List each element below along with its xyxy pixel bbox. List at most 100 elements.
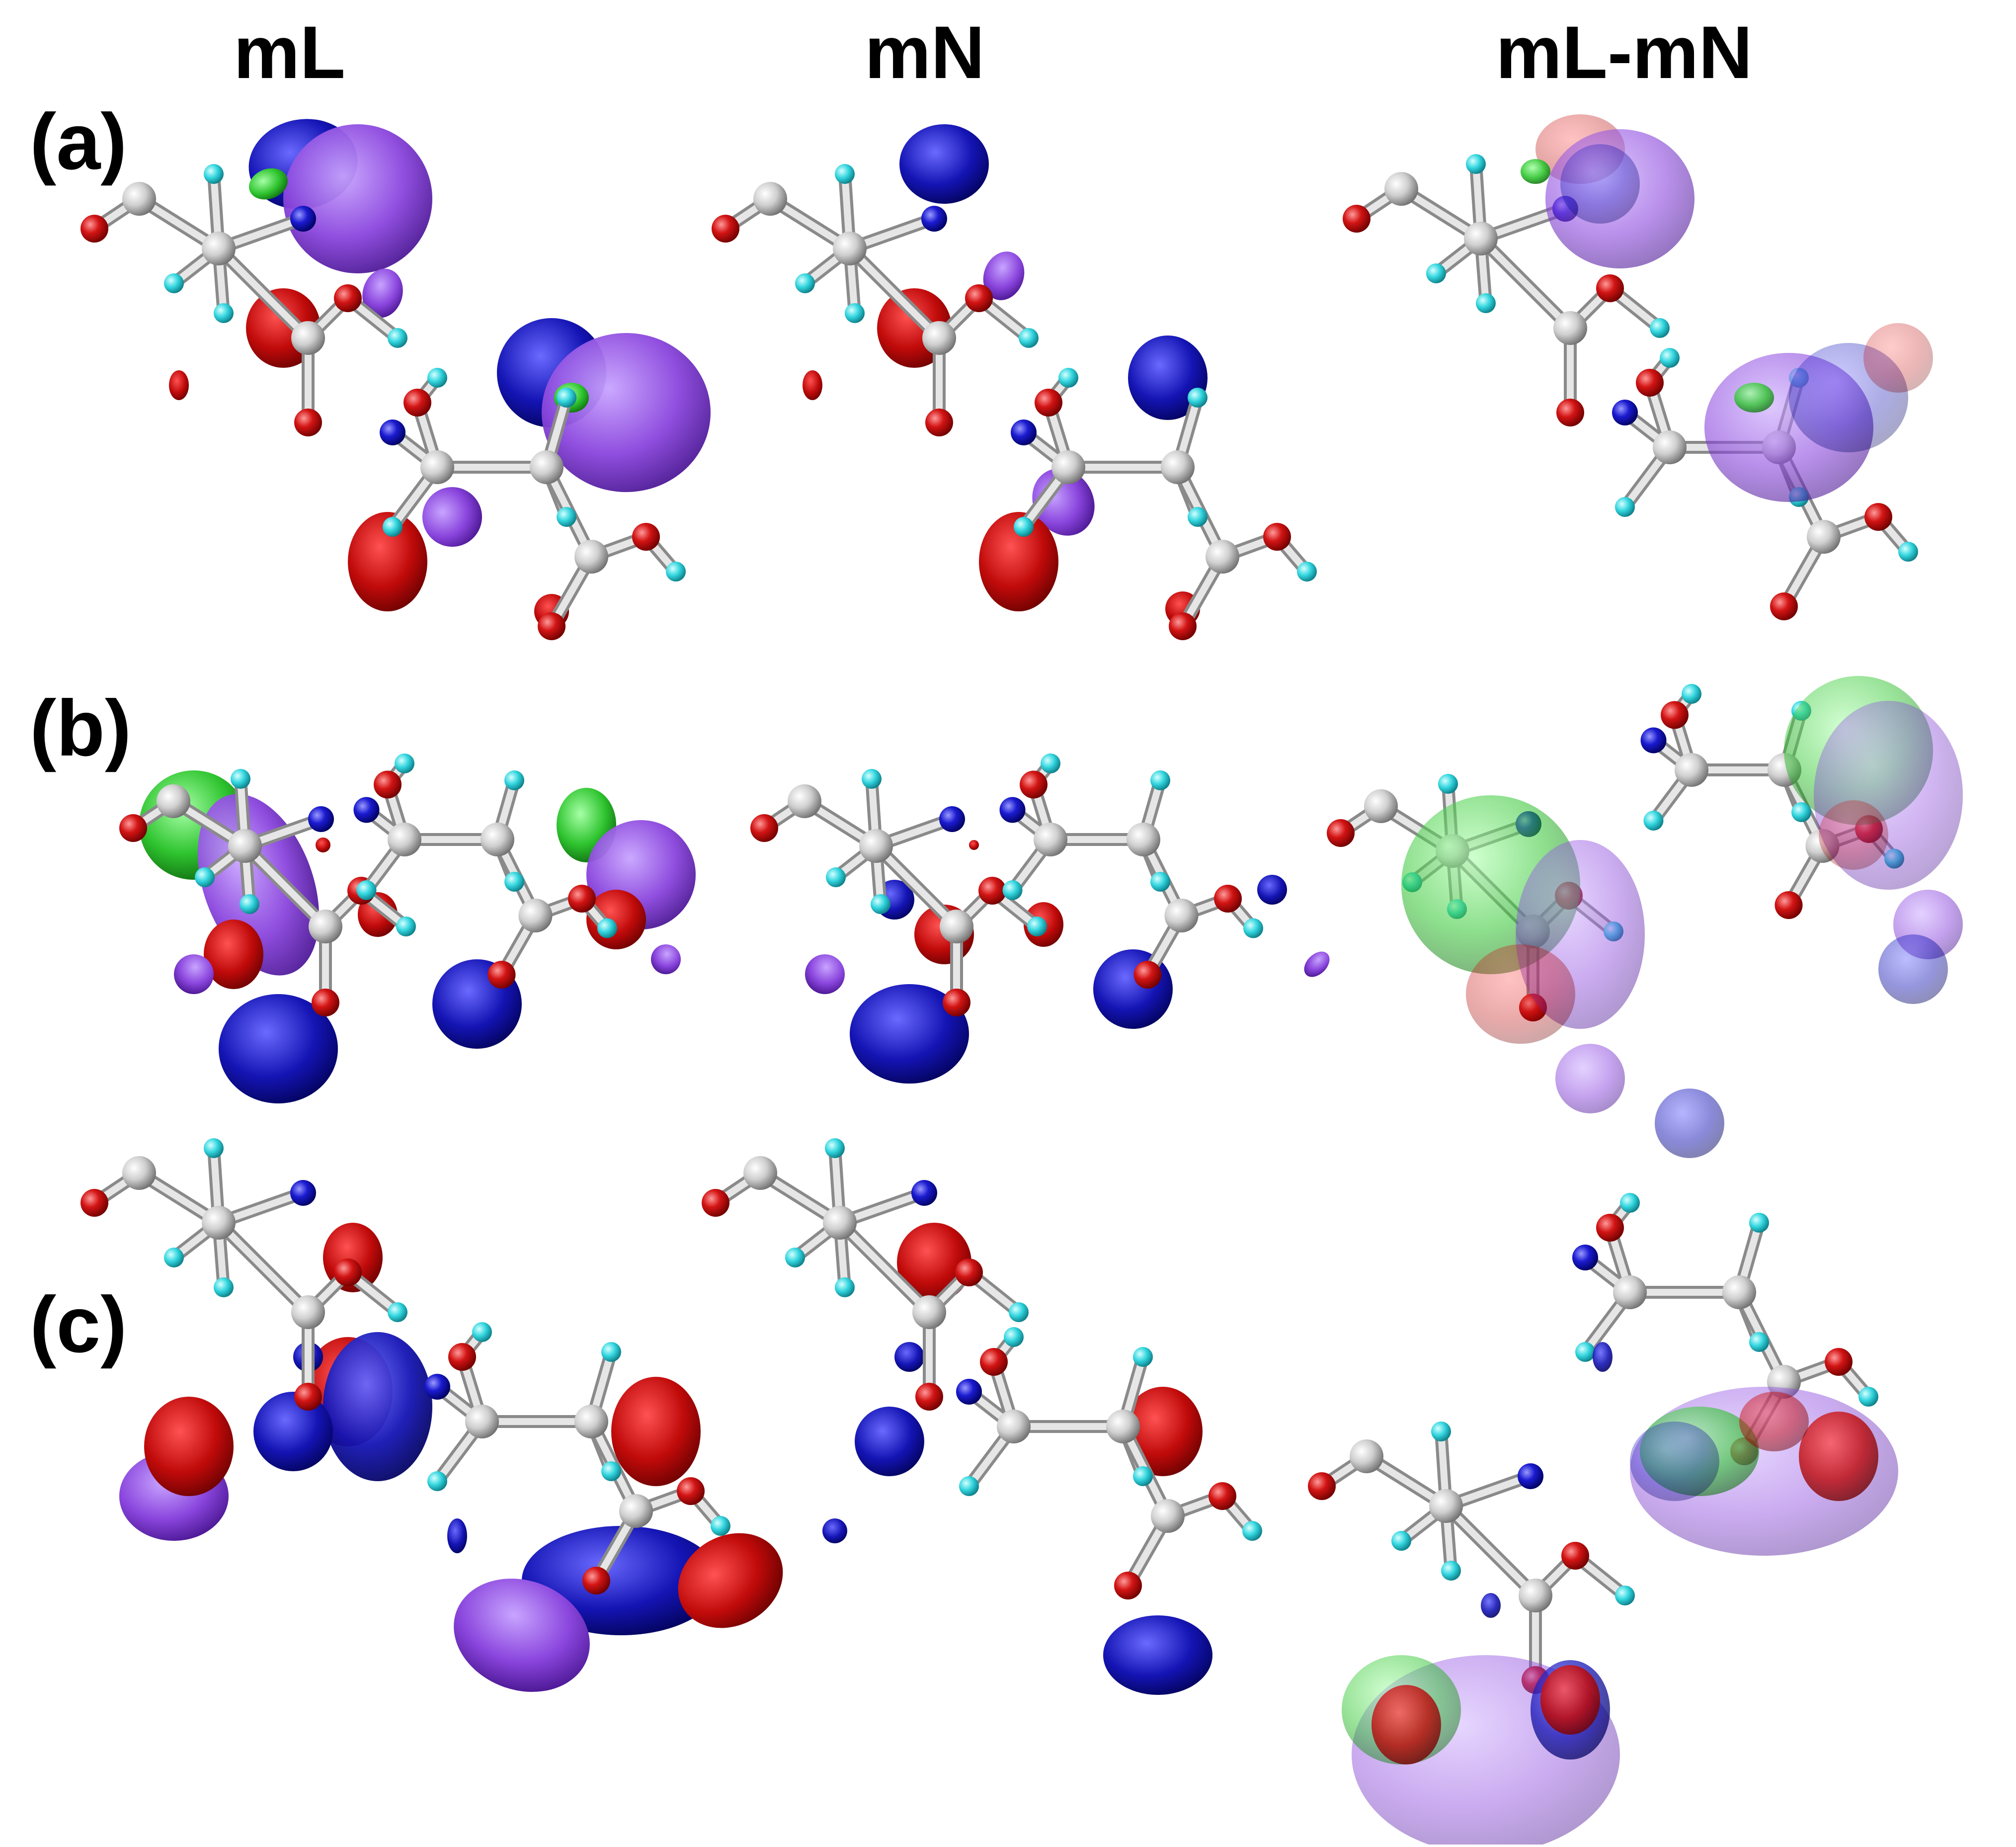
red-isosurface [803, 370, 822, 400]
carbon-atom [122, 1156, 156, 1190]
blue-isosurface [894, 1342, 924, 1372]
nitrogen-atom [1612, 400, 1638, 425]
molecule-b-mn-b [999, 754, 1263, 989]
hydrogen-atom [214, 1277, 234, 1297]
oxygen-atom [925, 409, 953, 436]
hydrogen-atom [240, 894, 259, 914]
hydrogen-atom [1620, 1193, 1640, 1213]
carbon-atom [1429, 1489, 1463, 1523]
carbon-atom [859, 829, 893, 863]
oxygen-atom [294, 409, 322, 436]
red-isosurface [611, 1377, 701, 1486]
oxygen-atom [1825, 1348, 1853, 1376]
nitrogen-atom [424, 1374, 450, 1400]
red-isosurface [1799, 1412, 1878, 1501]
hydrogen-atom [1019, 328, 1039, 348]
purple-isosurface [805, 954, 845, 994]
carbon-atom [1653, 430, 1687, 464]
nitrogen-atom [939, 806, 965, 832]
oxygen-atom [980, 1348, 1008, 1376]
carbon-atom [912, 1295, 946, 1329]
hydrogen-atom [825, 1138, 845, 1158]
hydrogen-atom [826, 867, 846, 887]
carbon-atom [1106, 1410, 1140, 1443]
carbon-atom [228, 829, 262, 863]
nitrogen-atom [353, 797, 380, 823]
hydrogen-atom [959, 1476, 979, 1496]
oxygen-atom [955, 1259, 983, 1286]
green-isosurface [1521, 159, 1550, 184]
oxygen-atom [538, 612, 565, 640]
hydrogen-atom [383, 517, 403, 537]
hydrogen-atom [1898, 542, 1918, 562]
oxygen-atom [119, 814, 147, 842]
carbon-atom [465, 1405, 499, 1438]
carbon-atom [940, 910, 973, 943]
molecule-a-mn-b [750, 769, 1047, 1016]
purple-isosurface [422, 487, 482, 547]
hydrogen-atom [164, 1248, 184, 1267]
hydrogen-atom [1150, 872, 1170, 892]
carbon-atom [1364, 789, 1398, 823]
oxygen-atom [1770, 592, 1798, 620]
blue-isosurface [323, 1332, 432, 1481]
hydrogen-atom [1476, 293, 1496, 313]
hydrogen-atom [388, 1302, 407, 1322]
oxygen-atom [915, 1383, 943, 1411]
hydrogen-atom [1426, 263, 1446, 283]
carbon-atom [1206, 540, 1239, 574]
hydrogen-atom [795, 273, 815, 293]
hydrogen-atom [395, 754, 414, 773]
hydrogen-atom [557, 507, 576, 527]
carbon-atom [1164, 899, 1199, 932]
carbon-atom [1161, 450, 1195, 484]
blue-isosurface [899, 124, 989, 204]
carbon-atom [1051, 450, 1085, 484]
oxygen-atom [1343, 205, 1371, 233]
oxygen-atom [81, 1189, 108, 1217]
hydrogen-atom [1002, 880, 1023, 900]
molecule-a-ml-c [81, 1138, 407, 1411]
blue-isosurface [1655, 1089, 1724, 1158]
molecule-b-ml-c [424, 1322, 730, 1595]
oxygen-atom [1561, 1542, 1589, 1570]
red-isosurface [1819, 800, 1888, 870]
red-isosurface [678, 1533, 783, 1628]
purple-isosurface [1304, 951, 1330, 977]
hydrogen-atom [871, 894, 890, 914]
hydrogen-atom [1242, 1521, 1262, 1541]
hydrogen-atom [1575, 1342, 1595, 1362]
hydrogen-atom [1441, 1561, 1461, 1581]
carbon-atom [753, 182, 787, 216]
hydrogen-atom [1188, 507, 1208, 527]
nitrogen-atom [290, 206, 316, 232]
carbon-atom [788, 784, 821, 818]
blue-isosurface [1257, 875, 1287, 905]
nitrogen-atom [1572, 1245, 1598, 1270]
hydrogen-atom [1466, 154, 1486, 174]
hydrogen-atom [597, 918, 617, 938]
oxygen-atom [334, 284, 362, 312]
red-isosurface [316, 838, 330, 852]
oxygen-atom [1214, 885, 1242, 913]
carbon-atom [1675, 753, 1708, 787]
nitrogen-atom [290, 1180, 316, 1206]
oxygen-atom [1020, 770, 1048, 799]
blue-isosurface [1878, 934, 1948, 1004]
carbon-atom [291, 321, 325, 355]
carbon-atom [619, 1494, 653, 1528]
carbon-atom [1807, 520, 1841, 554]
oxygen-atom [334, 1259, 362, 1286]
oxygen-atom [81, 215, 108, 243]
purple-isosurface [651, 944, 681, 974]
carbon-atom [309, 910, 342, 943]
carbon-atom [574, 540, 608, 574]
oxygen-atom [1596, 1214, 1624, 1242]
blue-isosurface [1560, 144, 1640, 224]
hydrogen-atom [1615, 1586, 1635, 1605]
oxygen-atom [677, 1477, 705, 1505]
column-header-ml-mn: mL-mN [1496, 10, 1753, 94]
carbon-atom [202, 1206, 236, 1240]
hydrogen-atom [1650, 318, 1670, 338]
oxygen-atom [632, 523, 660, 551]
